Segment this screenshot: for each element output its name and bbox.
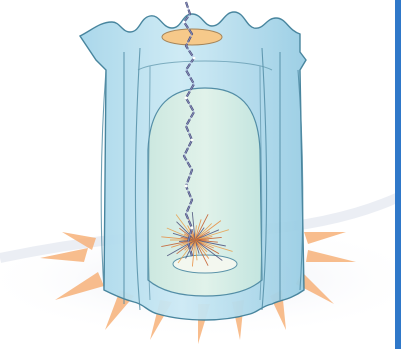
- right-edge-bar: [395, 0, 401, 349]
- top-opening: [162, 29, 222, 45]
- inner-floor: [173, 255, 237, 273]
